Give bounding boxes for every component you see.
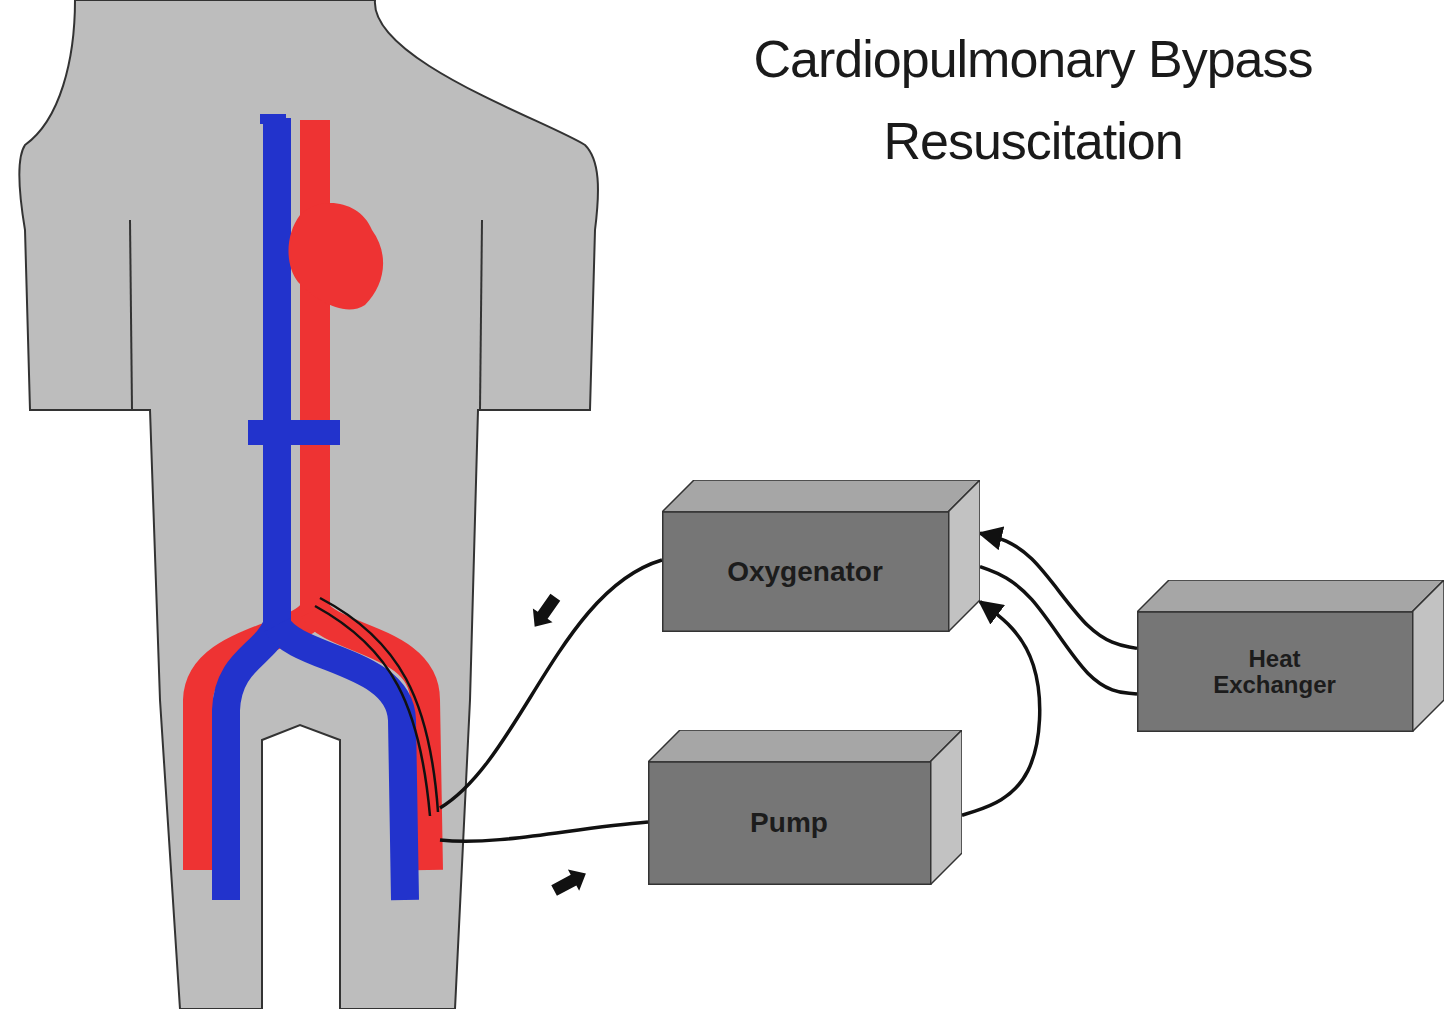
cannula <box>320 598 438 812</box>
vein <box>226 118 277 900</box>
arm-line <box>130 220 132 410</box>
box-top <box>1137 580 1444 612</box>
box-top <box>648 730 962 762</box>
tube-line <box>980 567 1137 694</box>
flow-arrow <box>548 863 591 901</box>
box-text-group: Heat Exchanger <box>1200 646 1350 699</box>
box-label: Heat Exchanger <box>1200 646 1350 699</box>
box-face: Oxygenator <box>662 512 948 632</box>
vein-cap <box>260 114 286 124</box>
box-label: Oxygenator <box>727 557 883 588</box>
tube-line <box>980 533 1137 648</box>
renal-vein <box>248 420 340 445</box>
device-box: Pump <box>648 730 962 885</box>
device-box: Oxygenator <box>662 480 980 632</box>
box-face: Heat Exchanger <box>1137 612 1412 732</box>
box-front <box>663 512 949 631</box>
box-front <box>649 762 931 884</box>
tube-line <box>962 602 1040 816</box>
body-silhouette <box>19 0 598 1009</box>
box-face: Pump <box>648 762 930 885</box>
box-front <box>1138 612 1413 731</box>
arm-line <box>480 220 482 410</box>
box-side <box>930 730 962 885</box>
box-label: Pump <box>750 808 828 839</box>
box-side <box>1412 580 1444 732</box>
return-line <box>440 560 662 808</box>
drain-line <box>440 822 648 841</box>
flow-arrow <box>525 590 565 633</box>
heart <box>288 203 383 309</box>
device-box: Heat Exchanger <box>1137 580 1444 732</box>
box-side <box>948 480 980 632</box>
box-text-group: Oxygenator <box>727 557 883 588</box>
box-text-group: Pump <box>750 808 828 839</box>
title: Cardiopulmonary Bypass Resuscitation <box>653 18 1413 182</box>
box-top <box>662 480 980 512</box>
cannula <box>315 606 430 816</box>
